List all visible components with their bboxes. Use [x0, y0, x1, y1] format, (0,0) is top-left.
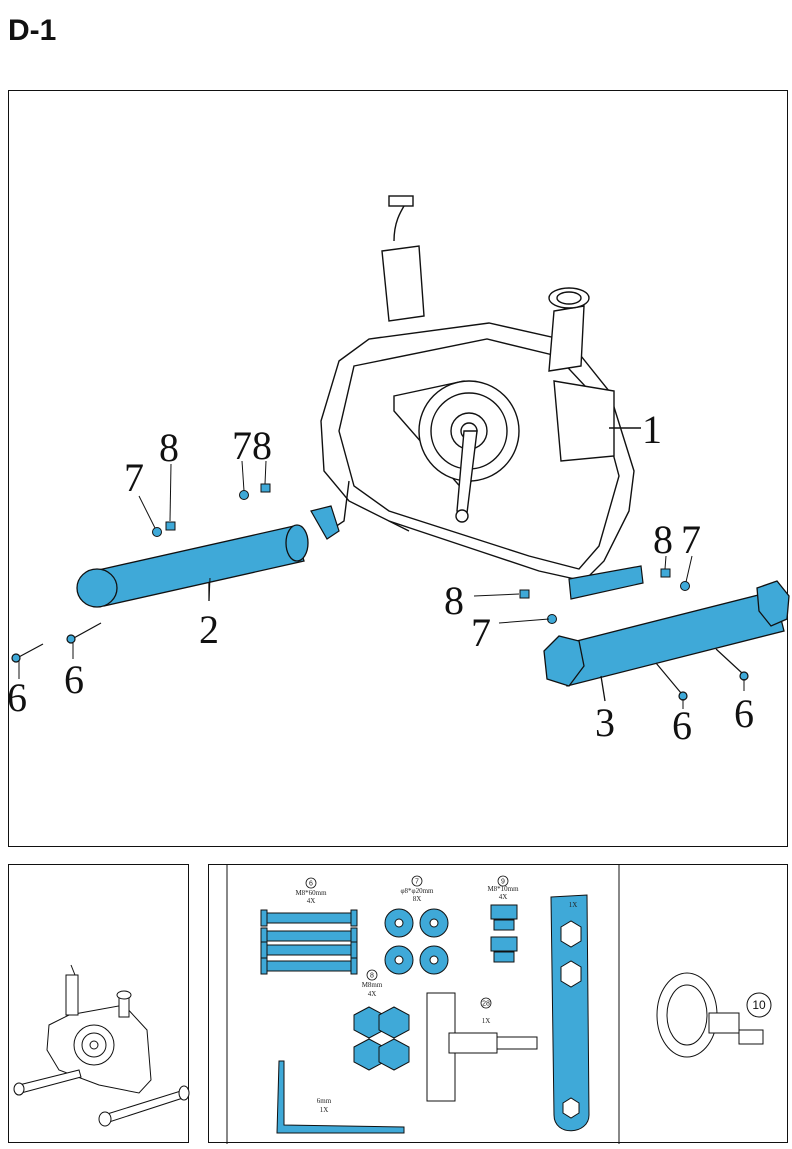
knob-qty: 1X [482, 1017, 491, 1025]
bolt-id: 6 [309, 881, 313, 888]
callout-1: 1 [642, 407, 662, 452]
callout-6-c: 6 [672, 703, 692, 748]
nut-rear-right [660, 568, 671, 578]
cap-nut-size: M8*10mm [487, 885, 519, 893]
callout-6-d: 6 [734, 691, 754, 736]
hardware-bolts [260, 909, 358, 975]
callout-8-c: 8 [444, 578, 464, 623]
nut-size: M8mm [362, 981, 383, 989]
front-bracket [310, 505, 340, 540]
hardware-nuts [353, 1006, 410, 1071]
callout-7-c: 7 [471, 610, 491, 655]
hardware-washers [384, 908, 449, 975]
bolt-front-right [66, 622, 102, 644]
nut-id: 8 [370, 973, 374, 980]
bolt-rear-right [715, 648, 749, 681]
callout-2: 2 [199, 607, 219, 652]
overview-bike-drawing [13, 964, 190, 1127]
nut-qty: 4X [368, 990, 377, 998]
hardware-wrench [550, 894, 590, 1132]
nut-front-mid [260, 483, 271, 493]
knob-id: 28 [482, 1001, 490, 1008]
bolt-rear-left [655, 662, 688, 701]
hardware-kit-panel: 6 M8*60mm 4X 7 φ8*φ20mm 8X 9 M8*10mm 4X [208, 864, 788, 1144]
callout-8-d: 8 [653, 517, 673, 562]
overview-thumbnail-panel [8, 864, 190, 1143]
allen-key-size: 6mm [317, 1097, 332, 1105]
callout-7-d: 7 [681, 517, 701, 562]
callout-78: 78 [232, 423, 272, 468]
rear-bracket [568, 565, 644, 600]
assembly-diagram-panel: 1 2 3 6 6 6 6 7 8 78 8 7 8 7 [7, 90, 790, 847]
washer-qty: 8X [413, 895, 422, 903]
front-stabilizer [76, 524, 309, 608]
bolt-qty: 4X [307, 897, 316, 905]
bolt-front-left [11, 643, 44, 663]
nut-rear-left [519, 589, 530, 599]
hardware-allen-key [276, 1060, 405, 1134]
washer-size: φ8*φ20mm [401, 887, 435, 895]
rear-stabilizer [543, 580, 790, 702]
washer-rear-right [680, 581, 690, 591]
wrench-qty: 1X [569, 901, 578, 909]
washer-front-mid [239, 490, 249, 500]
callout-7-a: 7 [124, 455, 144, 500]
assembly-drawing: 1 2 3 6 6 6 6 7 8 78 8 7 8 7 [7, 195, 790, 748]
bolt-size: M8*60mm [295, 889, 327, 897]
allen-key-qty: 1X [320, 1106, 329, 1114]
callout-8-a: 8 [159, 425, 179, 470]
hardware-drawing: 6 M8*60mm 4X 7 φ8*φ20mm 8X 9 M8*10mm 4X [226, 865, 772, 1144]
adjust-knob-id: 10 [752, 998, 766, 1012]
hardware-cap-nuts [490, 904, 518, 963]
hardware-knob [426, 992, 538, 1102]
hardware-adjust-knob [656, 972, 764, 1058]
bike-frame [320, 195, 641, 597]
callout-6-a: 6 [7, 675, 27, 720]
cap-nut-id: 9 [501, 879, 505, 886]
nut-front-left [165, 521, 176, 531]
callout-6-b: 6 [64, 657, 84, 702]
cap-nut-qty: 4X [499, 893, 508, 901]
leader-lines [18, 460, 745, 709]
washer-id: 7 [415, 879, 419, 886]
callout-3: 3 [595, 700, 615, 745]
step-title: D-1 [8, 14, 57, 47]
washer-front-left [152, 527, 162, 537]
